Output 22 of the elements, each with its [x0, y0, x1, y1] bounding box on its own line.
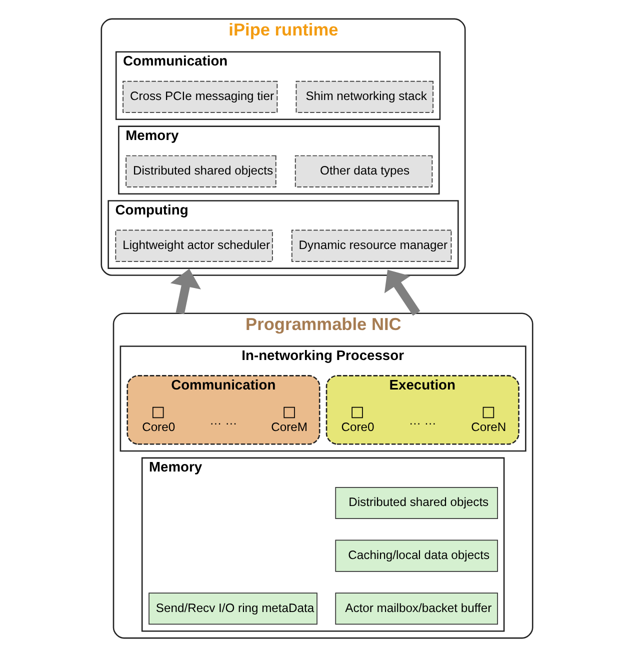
node-box: Distributed shared objects: [334, 486, 498, 519]
label: … …: [209, 413, 237, 428]
arrow: [170, 268, 200, 314]
node-box: [283, 406, 294, 418]
node-box: Lightweight actor scheduler: [114, 230, 272, 262]
node-label: CoreN: [470, 420, 506, 434]
node-box: [482, 406, 494, 418]
node-label: Core0: [142, 420, 175, 434]
label: … …: [408, 413, 436, 428]
node-box: Distributed shared objects: [125, 155, 276, 188]
node-box: Other data types: [294, 155, 432, 188]
node-label: CoreM: [270, 420, 307, 434]
node-box: [351, 406, 362, 418]
node-box: Cross PCIe messaging tier: [122, 80, 278, 113]
node-box: [152, 406, 164, 418]
node-label: Core0: [340, 420, 374, 434]
arrow: [384, 270, 420, 316]
node-box: Send/Recv I/O ring metaData: [148, 592, 317, 625]
node-box: Actor mailbox/backet buffer: [334, 592, 498, 625]
node-box: Shim networking stack: [295, 80, 433, 113]
node-box: Dynamic resource manager: [290, 230, 452, 262]
node-box: Caching/local data objects: [334, 540, 498, 572]
